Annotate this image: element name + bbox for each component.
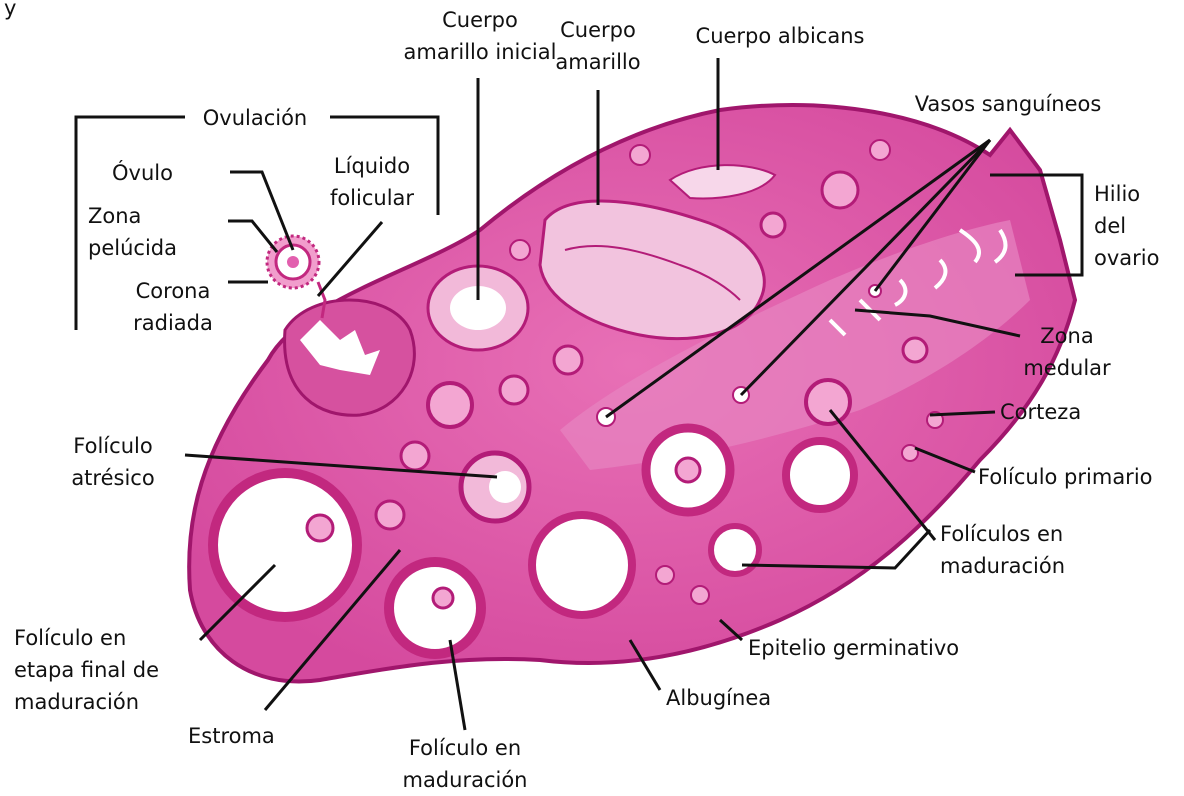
label-line: del bbox=[1094, 210, 1159, 242]
foliculo-central-oocyte bbox=[676, 458, 700, 482]
label-line: medular bbox=[1012, 352, 1122, 384]
label-ovulacion: Ovulación bbox=[190, 102, 320, 134]
label-zona-pelucida: Zona pelúcida bbox=[88, 200, 177, 264]
label-zona-medular: Zona medular bbox=[1012, 320, 1122, 384]
label-corona-radiada: Corona radiada bbox=[118, 275, 228, 339]
line-zona-pelucida bbox=[228, 221, 277, 252]
label-line: Zona bbox=[88, 200, 177, 232]
label-line: radiada bbox=[118, 307, 228, 339]
label-line: ovario bbox=[1094, 242, 1159, 274]
foliculo-antral-grande bbox=[532, 515, 632, 615]
foliculo-maduracion-derecha-2 bbox=[711, 526, 759, 574]
label-line: maduración bbox=[14, 686, 159, 718]
label-line: maduración bbox=[390, 764, 540, 796]
label-line: Folículo en bbox=[390, 732, 540, 764]
label-vasos-sanguineos: Vasos sanguíneos bbox=[903, 88, 1113, 120]
label-ovulo: Óvulo bbox=[112, 157, 173, 189]
label-hilio-del-ovario: Hilio del ovario bbox=[1094, 178, 1159, 274]
corner-text: y bbox=[4, 0, 16, 24]
label-foliculo-atresico: Folículo atrésico bbox=[58, 430, 168, 494]
label-cuerpo-albicans: Cuerpo albicans bbox=[680, 20, 880, 52]
foliculo-etapa-final-oocyte bbox=[307, 515, 333, 541]
label-line: etapa final de bbox=[14, 654, 159, 686]
label-line: Líquido bbox=[312, 150, 432, 182]
label-line: pelúcida bbox=[88, 232, 177, 264]
label-line: Corona bbox=[118, 275, 228, 307]
foliculo-en-maduracion-oocyte bbox=[433, 588, 453, 608]
foliculo-maduracion-derecha-3 bbox=[806, 380, 850, 424]
label-line: Folículo en bbox=[14, 622, 159, 654]
label-line: Folículos en bbox=[940, 518, 1065, 550]
label-estroma: Estroma bbox=[188, 720, 275, 752]
label-line: folicular bbox=[312, 182, 432, 214]
label-foliculos-en-maduracion: Folículos en maduración bbox=[940, 518, 1065, 582]
label-cuerpo-amarillo: Cuerpo amarillo bbox=[548, 14, 648, 78]
label-line: maduración bbox=[940, 550, 1065, 582]
label-line: Folículo bbox=[58, 430, 168, 462]
label-corteza: Corteza bbox=[1000, 396, 1081, 428]
label-line: amarillo bbox=[548, 46, 648, 78]
ovum-nucleus bbox=[287, 256, 299, 268]
label-line: Hilio bbox=[1094, 178, 1159, 210]
foliculo-etapa-final-shape bbox=[213, 473, 357, 617]
label-foliculo-etapa-final: Folículo en etapa final de maduración bbox=[14, 622, 159, 718]
label-foliculo-primario: Folículo primario bbox=[978, 461, 1153, 493]
label-foliculo-en-maduracion: Folículo en maduración bbox=[390, 732, 540, 796]
label-albuginea: Albugínea bbox=[666, 682, 771, 714]
foliculo-en-maduracion-shape bbox=[389, 562, 481, 654]
foliculo-maduracion-derecha-1 bbox=[786, 441, 854, 509]
label-line: Zona bbox=[1012, 320, 1122, 352]
label-liquido-folicular: Líquido folicular bbox=[312, 150, 432, 214]
label-line: Cuerpo bbox=[548, 14, 648, 46]
label-epitelio-germinativo: Epitelio germinativo bbox=[748, 632, 959, 664]
label-line: atrésico bbox=[58, 462, 168, 494]
